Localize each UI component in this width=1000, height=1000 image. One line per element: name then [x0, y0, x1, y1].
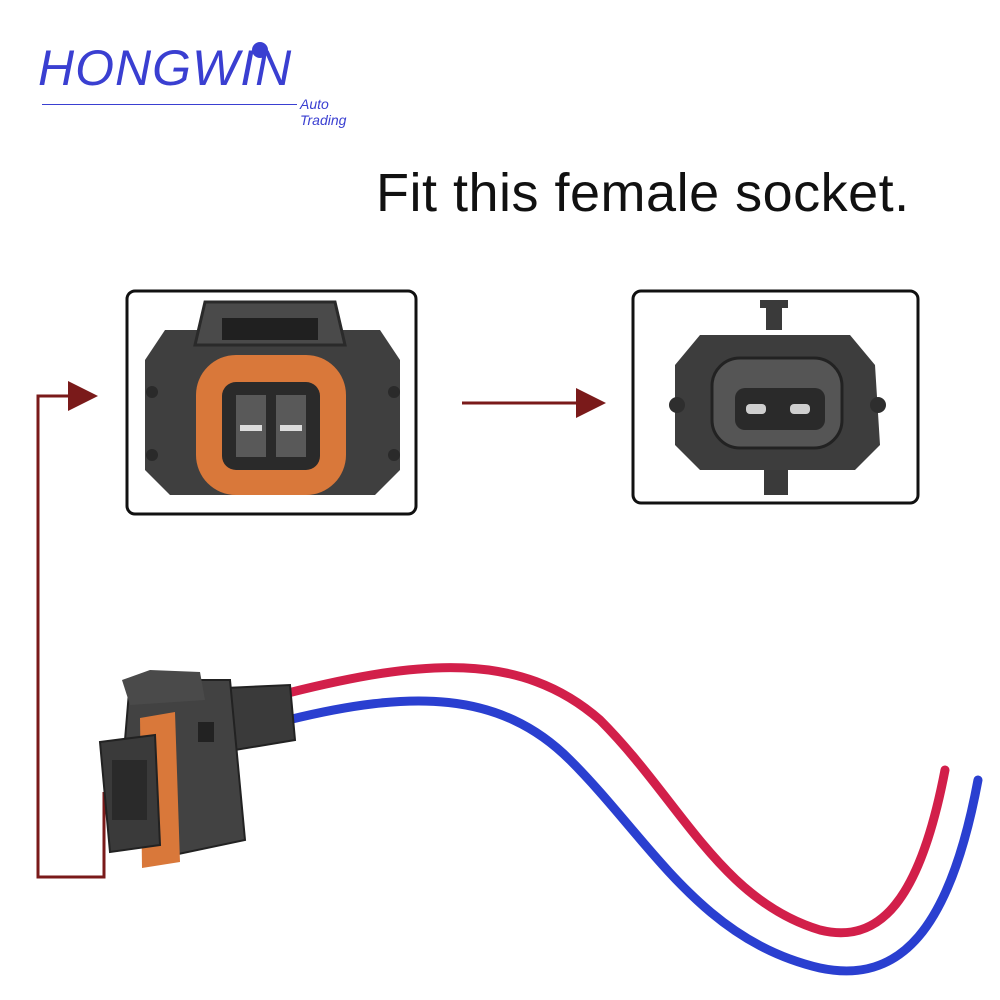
logo-tagline: Auto Trading [300, 96, 347, 128]
logo-brand-text: HONGWIN [38, 40, 293, 96]
female-connector-frame [125, 289, 418, 516]
female-connector-face [145, 300, 400, 495]
male-socket-face [669, 300, 886, 495]
logo-underline [42, 104, 297, 105]
blue-wire [283, 696, 983, 976]
headline-text: Fit this female socket. [376, 163, 910, 223]
red-wire [283, 663, 950, 938]
bracket-arrow [36, 381, 106, 879]
logo-wheel-icon [252, 42, 268, 58]
brand-logo: HONGWIN Auto Trading [38, 38, 368, 128]
male-socket-frame [631, 289, 920, 505]
harness-connector [98, 670, 297, 868]
